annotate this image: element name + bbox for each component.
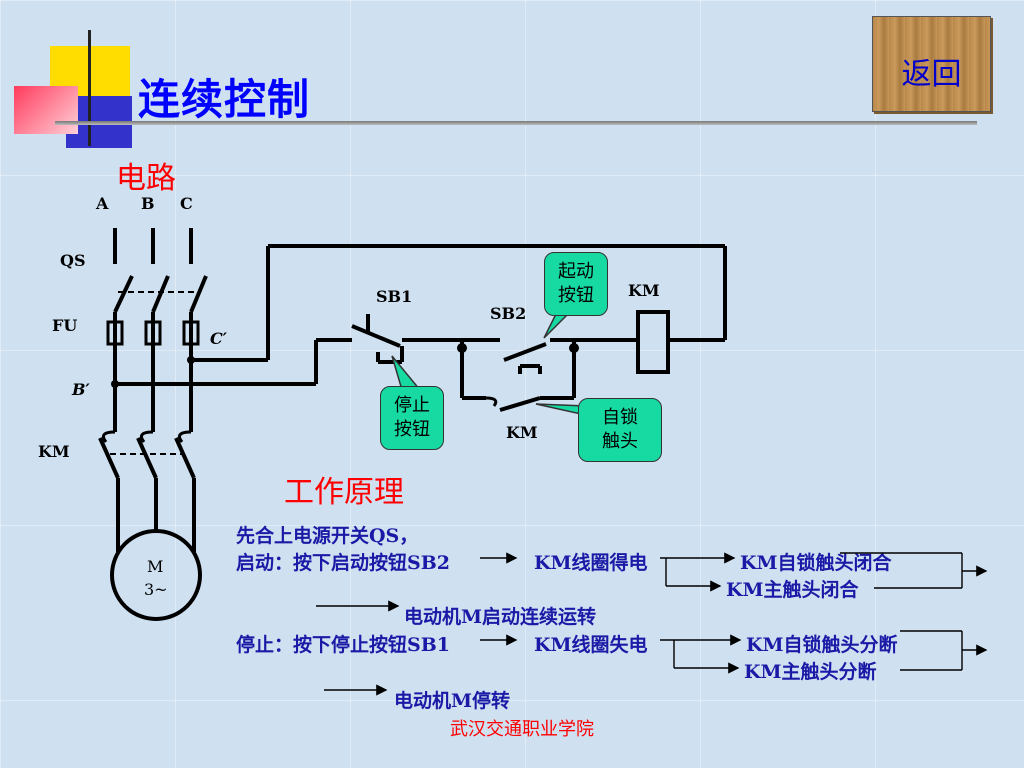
back-button-label: 返回 <box>901 57 962 92</box>
principle-stop-result: 电动机M停转 <box>394 690 511 712</box>
principle-start-prefix: 启动：按下启动按钮SB2 <box>236 552 451 574</box>
motor-label: M <box>147 557 164 576</box>
callout-stop-text: 停止 按钮 <box>394 395 430 440</box>
callout-self-lock-text: 自锁 触头 <box>602 407 638 452</box>
label-phase-b: B <box>141 194 155 213</box>
circuit-heading: 电路 <box>116 161 176 196</box>
callout-self-lock: 自锁 触头 <box>578 398 662 462</box>
label-km-main: KM <box>38 442 70 461</box>
title-divider <box>55 121 977 125</box>
label-b-prime: B′ <box>72 380 90 399</box>
principle-heading: 工作原理 <box>284 475 404 510</box>
page-title: 连续控制 <box>138 75 311 124</box>
callout-stop-button: 停止 按钮 <box>380 386 444 450</box>
label-km-coil: KM <box>628 281 660 300</box>
callout-start-button: 起动 按钮 <box>544 252 608 316</box>
principle-stop-lock: KM自锁触头分断 <box>746 634 898 656</box>
principle-stop-main: KM主触头分断 <box>744 661 877 683</box>
principle-stop-coil: KM线圈失电 <box>534 634 648 656</box>
principle-line1: 先合上电源开关QS， <box>236 525 419 547</box>
label-phase-c: C <box>180 194 193 213</box>
label-sb1: SB1 <box>376 287 413 306</box>
principle-stop-prefix: 停止：按下停止按钮SB1 <box>236 634 451 656</box>
back-button[interactable]: 返回 <box>872 16 991 112</box>
label-c-prime: C′ <box>210 329 227 348</box>
principle-start-lock: KM自锁触头闭合 <box>740 552 892 574</box>
principle-start-coil: KM线圈得电 <box>534 552 648 574</box>
label-km-aux: KM <box>506 423 538 442</box>
principle-start-main: KM主触头闭合 <box>726 579 859 601</box>
deco-red-square <box>14 86 78 134</box>
motor-phase-label: 3~ <box>144 580 168 599</box>
footer-institution: 武汉交通职业学院 <box>450 719 594 740</box>
label-fu: FU <box>52 316 78 335</box>
callout-start-text: 起动 按钮 <box>558 261 594 306</box>
label-qs: QS <box>60 251 86 270</box>
principle-start-result: 电动机M启动连续运转 <box>404 606 597 628</box>
deco-vertical-line <box>88 30 91 146</box>
label-sb2: SB2 <box>490 304 527 323</box>
label-phase-a: A <box>96 194 109 213</box>
